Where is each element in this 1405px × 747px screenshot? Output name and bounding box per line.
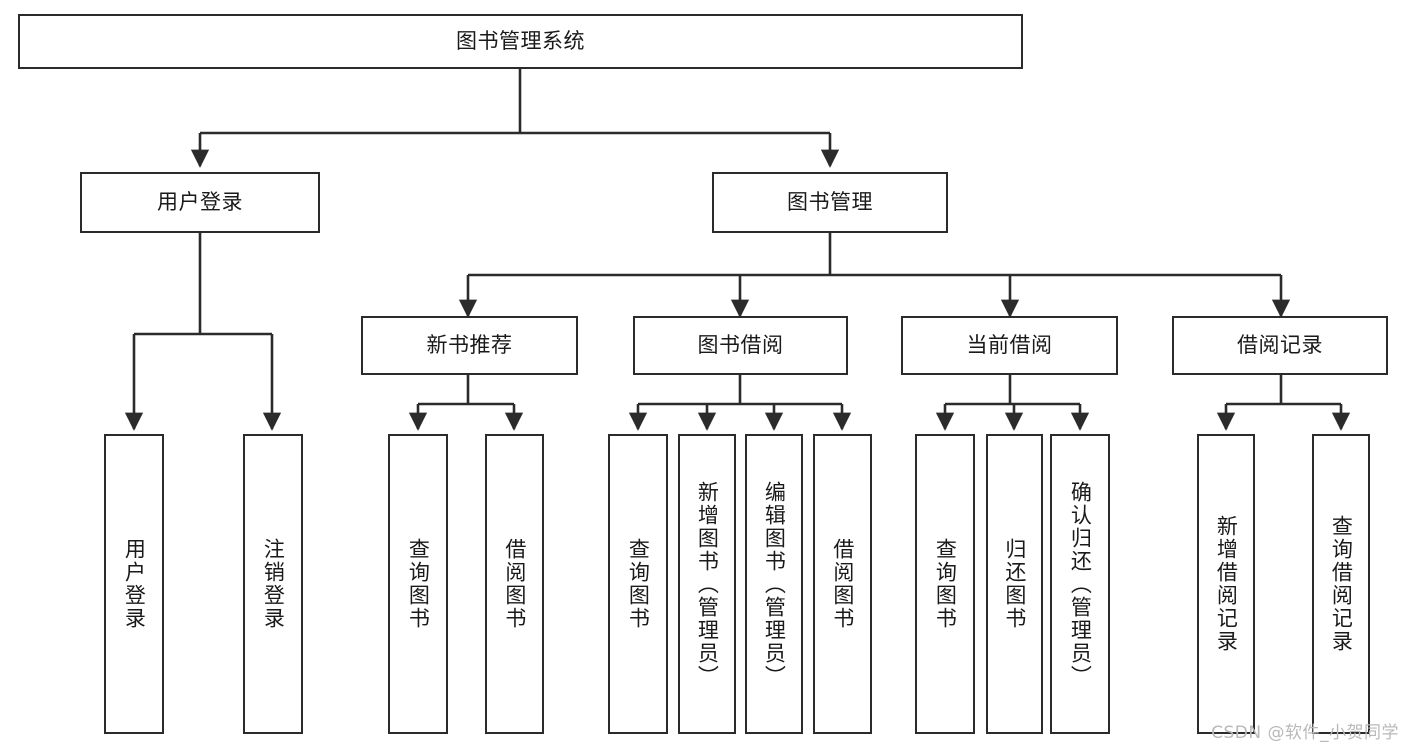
leaf-return-book[interactable]: 归还图书 [986, 434, 1043, 734]
node-label: 新增借阅记录 [1214, 515, 1239, 653]
node-borrowing-record[interactable]: 借阅记录 [1172, 316, 1388, 375]
node-label: 查询借阅记录 [1329, 515, 1354, 653]
node-label: 注销登录 [261, 538, 286, 630]
leaf-user-login[interactable]: 用户登录 [104, 434, 164, 734]
node-label: 当前借阅 [966, 333, 1053, 358]
node-label: 新增图书（管理员） [695, 480, 720, 688]
node-label: 查询图书 [626, 538, 651, 630]
leaf-query-book-borrow[interactable]: 查询图书 [608, 434, 668, 734]
node-label: 查询图书 [933, 538, 958, 630]
node-label: 借阅记录 [1237, 333, 1323, 358]
node-label: 新书推荐 [426, 333, 513, 358]
node-label: 确认归还（管理员） [1068, 480, 1093, 688]
leaf-edit-book-admin[interactable]: 编辑图书（管理员） [745, 434, 803, 734]
leaf-query-book-current[interactable]: 查询图书 [915, 434, 975, 734]
node-label: 借阅图书 [502, 538, 527, 630]
leaf-borrow-book-new[interactable]: 借阅图书 [485, 434, 544, 734]
node-root-book-management-system[interactable]: 图书管理系统 [18, 14, 1023, 69]
leaf-borrow-book[interactable]: 借阅图书 [813, 434, 872, 734]
leaf-add-borrow-record[interactable]: 新增借阅记录 [1197, 434, 1255, 734]
node-label: 用户登录 [157, 190, 243, 215]
node-label: 用户登录 [122, 538, 147, 630]
node-label: 图书管理 [787, 190, 873, 215]
node-label: 归还图书 [1002, 538, 1027, 630]
node-book-management[interactable]: 图书管理 [712, 172, 948, 233]
leaf-query-book-new[interactable]: 查询图书 [388, 434, 448, 734]
node-new-book-recommendation[interactable]: 新书推荐 [361, 316, 578, 375]
node-current-borrowing[interactable]: 当前借阅 [901, 316, 1118, 375]
watermark: CSDN @软件_小贺同学 [1211, 723, 1399, 743]
leaf-logout[interactable]: 注销登录 [243, 434, 303, 734]
node-label: 编辑图书（管理员） [762, 480, 787, 688]
node-user-login[interactable]: 用户登录 [80, 172, 320, 233]
node-label: 图书借阅 [697, 333, 784, 358]
leaf-confirm-return-admin[interactable]: 确认归还（管理员） [1050, 434, 1110, 734]
node-book-borrowing[interactable]: 图书借阅 [633, 316, 848, 375]
node-label: 借阅图书 [830, 538, 855, 630]
node-label: 图书管理系统 [456, 29, 585, 54]
node-label: 查询图书 [406, 538, 431, 630]
leaf-add-book-admin[interactable]: 新增图书（管理员） [678, 434, 736, 734]
leaf-query-borrow-record[interactable]: 查询借阅记录 [1312, 434, 1370, 734]
